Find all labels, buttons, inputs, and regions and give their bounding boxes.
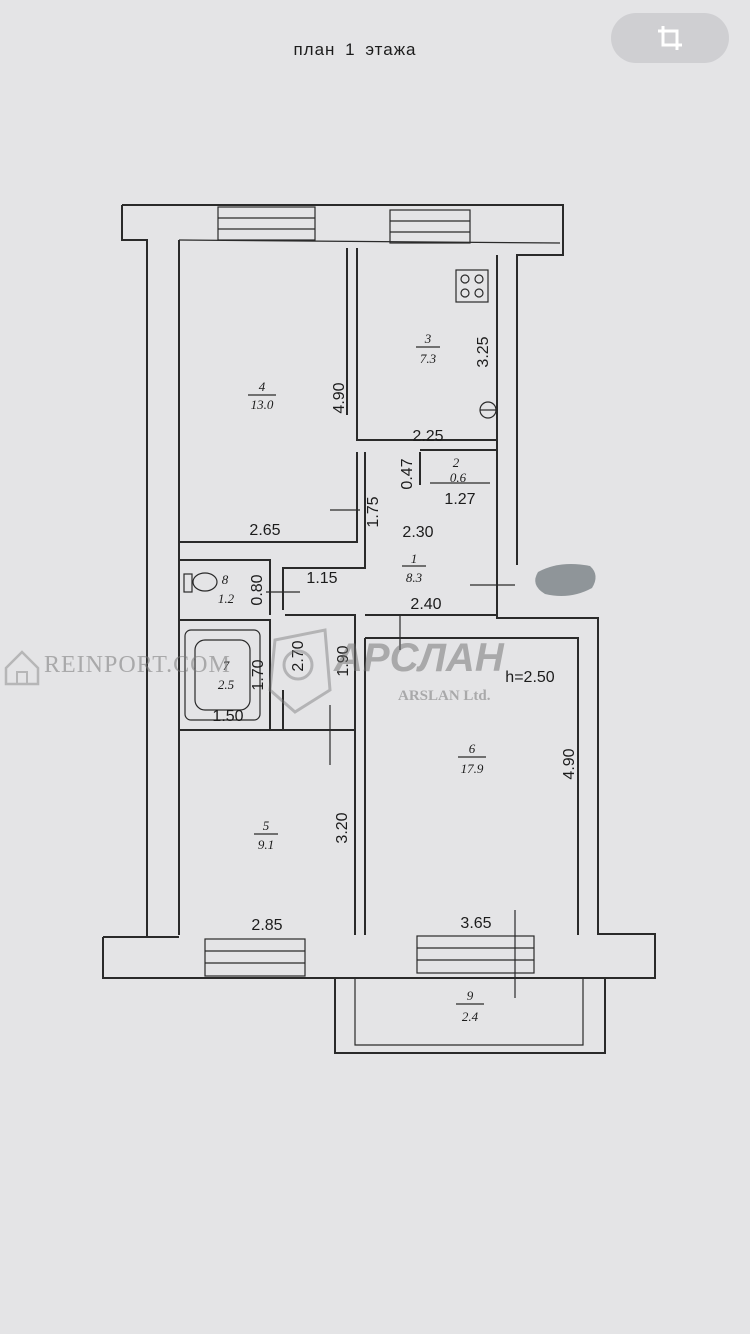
- dim-room7-width: 1.50: [212, 708, 243, 725]
- svg-text:6: 6: [469, 741, 476, 756]
- svg-text:7: 7: [223, 658, 230, 673]
- dim-room3-height: 3.25: [475, 336, 492, 367]
- svg-text:4: 4: [259, 379, 266, 394]
- dim-room7-height: 1.70: [250, 659, 267, 690]
- room-label-5: 5 9.1: [254, 818, 278, 852]
- sink-icon: [479, 401, 497, 419]
- svg-text:0.6: 0.6: [450, 470, 467, 485]
- brand-watermark: АРСЛАН: [334, 636, 504, 680]
- dim-corridor-d: 2.40: [410, 596, 441, 613]
- brand-logo-icon: [268, 628, 332, 714]
- svg-text:2: 2: [453, 455, 460, 470]
- dim-corridor-c: 1.15: [306, 570, 337, 587]
- dim-room6-width: 3.65: [460, 915, 491, 932]
- window-top-right: [389, 209, 471, 244]
- stove-icon: [455, 269, 489, 303]
- dim-room3-width: 2.25: [412, 428, 443, 445]
- svg-text:13.0: 13.0: [251, 397, 274, 412]
- window-bottom-left: [204, 938, 306, 977]
- dim-room4-width: 2.65: [249, 522, 280, 539]
- room-label-4: 4 13.0: [248, 379, 276, 412]
- room-label-9: 9 2.4: [456, 988, 484, 1024]
- svg-text:9.1: 9.1: [258, 837, 274, 852]
- svg-text:9: 9: [467, 988, 474, 1003]
- dim-room5-width: 2.85: [251, 917, 282, 934]
- room-label-3: 3 7.3: [416, 331, 440, 366]
- ceiling-height: h=2.50: [505, 669, 554, 686]
- dim-corridor-e: 1.90: [335, 645, 352, 676]
- interior-walls: [179, 248, 579, 935]
- dim-room2-width: 1.27: [444, 491, 475, 508]
- site-watermark: REINPORT.COM: [44, 652, 231, 678]
- dim-room7-extra: 2.70: [290, 640, 307, 671]
- dim-corridor-b: 2.30: [402, 524, 433, 541]
- room-label-6: 6 17.9: [458, 741, 486, 776]
- dim-room8-height: 0.80: [249, 574, 266, 605]
- svg-text:3: 3: [424, 331, 432, 346]
- door-swings: [266, 482, 516, 998]
- smudge-mark: [535, 564, 596, 596]
- room-label-2: 2 0.6: [450, 455, 467, 485]
- crop-button[interactable]: [611, 13, 729, 63]
- dim-corridor-a: 1.75: [365, 496, 382, 527]
- brand-latin-watermark: ARSLAN Ltd.: [398, 688, 491, 704]
- svg-text:2.5: 2.5: [218, 677, 235, 692]
- svg-text:1.2: 1.2: [218, 591, 235, 606]
- dim-room4-height: 4.90: [331, 382, 348, 413]
- svg-text:2.4: 2.4: [462, 1009, 479, 1024]
- svg-text:17.9: 17.9: [461, 761, 484, 776]
- dim-room2-height: 0.47: [399, 458, 416, 489]
- svg-text:1: 1: [411, 551, 418, 566]
- crop-icon: [658, 26, 682, 50]
- dim-room6-height: 4.90: [561, 748, 578, 779]
- room-label-8: 8 1.2: [218, 572, 235, 606]
- svg-text:8.3: 8.3: [406, 570, 423, 585]
- dim-room5-height: 3.20: [334, 812, 351, 843]
- window-top-left: [217, 206, 316, 241]
- svg-text:8: 8: [222, 572, 229, 587]
- room-label-1: 1 8.3: [402, 551, 426, 585]
- svg-text:5: 5: [263, 818, 270, 833]
- bathtub-icon: [184, 629, 261, 721]
- home-icon: [4, 650, 40, 686]
- svg-text:7.3: 7.3: [420, 351, 437, 366]
- room-label-7: 7 2.5: [218, 658, 235, 692]
- balcony: [334, 978, 606, 1054]
- window-bottom-right: [416, 935, 535, 974]
- toilet-icon: [183, 572, 218, 593]
- plan-title: план 1 этажа: [293, 40, 417, 59]
